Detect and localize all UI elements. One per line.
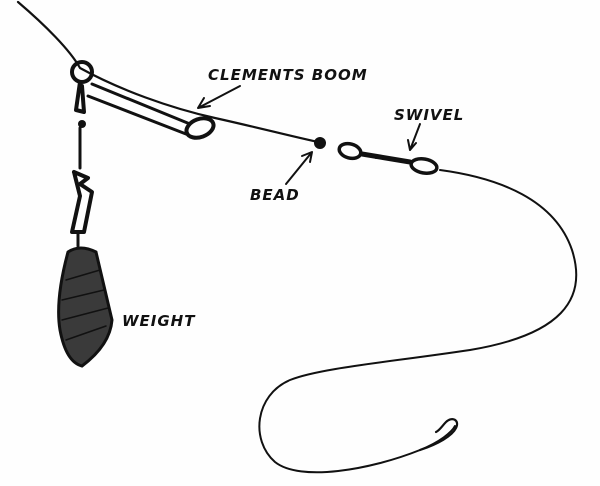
clements-boom-icon — [70, 60, 216, 140]
leader-line — [258, 169, 578, 474]
main-line — [16, 0, 320, 144]
weight-link-icon — [70, 80, 94, 248]
swivel-icon — [337, 141, 439, 176]
clements-boom-label: CLEMENTS BOOM — [208, 66, 368, 84]
weight-label: WEIGHT — [122, 312, 196, 330]
bead-icon — [314, 137, 326, 149]
swivel-label: SWIVEL — [394, 106, 464, 124]
hook-icon — [418, 418, 459, 452]
bead-label: BEAD — [250, 186, 300, 204]
weight-sinker-icon — [57, 246, 114, 368]
clements-boom-arrow — [197, 85, 241, 109]
swivel-arrow — [407, 123, 421, 151]
bead-arrow — [285, 151, 313, 185]
